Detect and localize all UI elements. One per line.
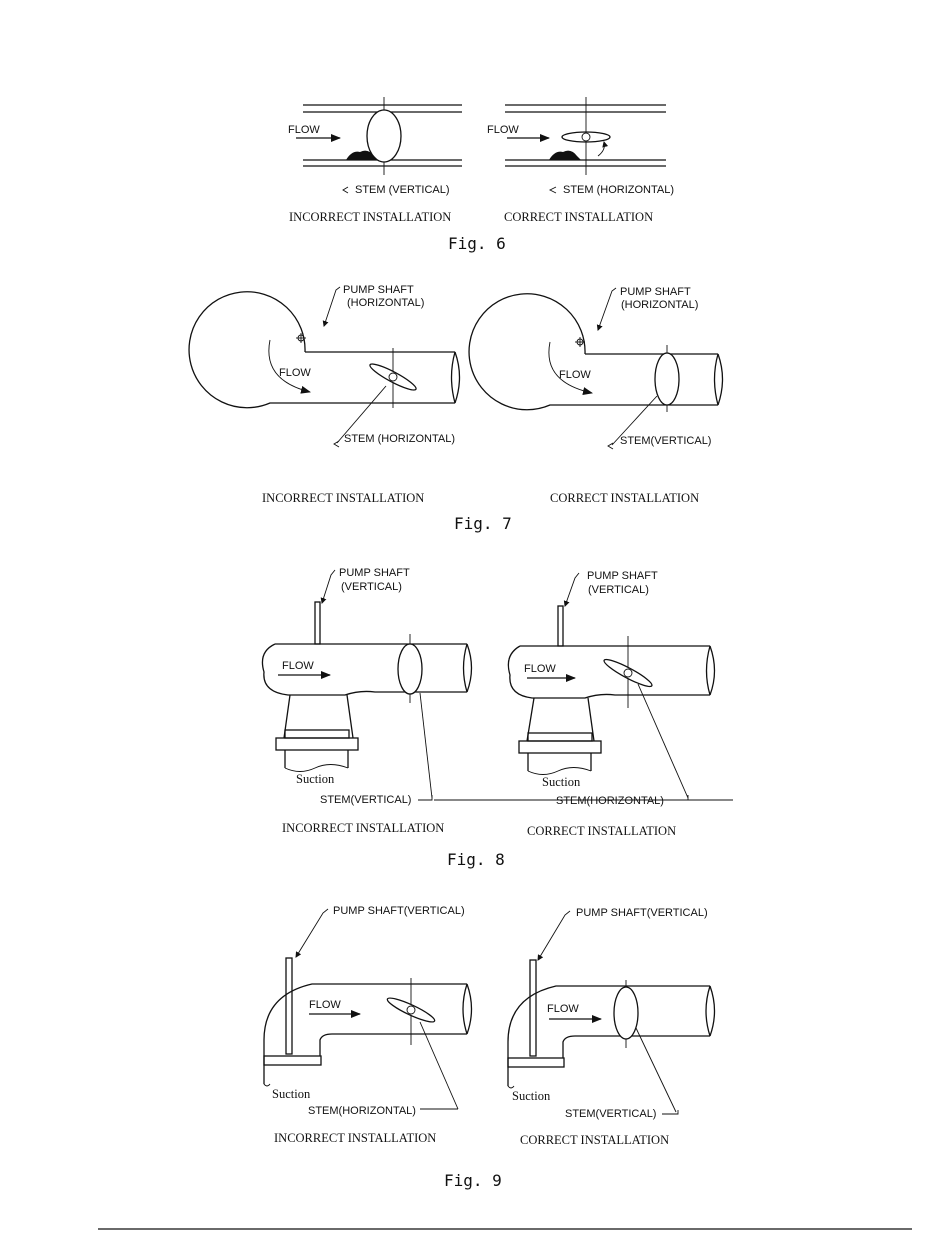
fig8-caption: Fig. 8 (447, 850, 505, 869)
fig6-correct-caption: CORRECT INSTALLATION (504, 210, 653, 224)
fig7-correct-caption: CORRECT INSTALLATION (550, 491, 699, 505)
suction-label: Suction (542, 775, 581, 789)
fig7-correct-diagram: PUMP SHAFT (HORIZONTAL) FLOW STEM(VERTIC… (468, 286, 724, 505)
stem-label: STEM (HORIZONTAL) (344, 433, 455, 445)
pump-shaft-symbol (297, 334, 305, 342)
fig6-caption: Fig. 6 (448, 234, 506, 253)
elbow-outer (507, 985, 710, 1086)
pump-volute (188, 291, 455, 409)
stem-label: STEM (VERTICAL) (355, 184, 450, 196)
sediment (549, 150, 581, 160)
pump-shaft-label: PUMP SHAFT (343, 284, 414, 296)
flow-label: FLOW (282, 660, 314, 672)
flow-label: FLOW (309, 999, 341, 1011)
elbow-inner (319, 1033, 467, 1056)
fig8-incorrect-caption: INCORRECT INSTALLATION (282, 821, 444, 835)
pump-casing (526, 697, 595, 742)
fig9-caption: Fig. 9 (444, 1171, 502, 1190)
pump-shaft-label: PUMP SHAFT (620, 286, 691, 298)
fig8: FLOW PUMP SHAFT (VERTICAL) Suction STEM(… (261, 567, 733, 869)
sediment (346, 150, 378, 160)
elbow-outer (263, 983, 467, 1084)
valve-disc (613, 986, 639, 1040)
flow-label: FLOW (559, 369, 591, 381)
pump-body-pipe (261, 643, 467, 696)
valve-disc (366, 109, 402, 163)
pump-shaft-sub-label: (HORIZONTAL) (347, 297, 424, 309)
fig9-incorrect-caption: INCORRECT INSTALLATION (274, 1131, 436, 1145)
pump-shaft (557, 605, 564, 647)
fig7-caption: Fig. 7 (454, 514, 512, 533)
fig8-incorrect-diagram: FLOW PUMP SHAFT (VERTICAL) Suction STEM(… (261, 567, 473, 835)
fig8-correct-caption: CORRECT INSTALLATION (527, 824, 676, 838)
fig9: FLOW PUMP SHAFT(VERTICAL) Suction STEM(H… (263, 905, 716, 1190)
pump-shaft-symbol (576, 338, 584, 346)
fig9-correct-caption: CORRECT INSTALLATION (520, 1133, 669, 1147)
pump-shaft (285, 957, 293, 1055)
elbow-inner (562, 1035, 710, 1058)
pump-shaft (314, 601, 321, 645)
pump-shaft-label: PUMP SHAFT(VERTICAL) (333, 905, 465, 917)
fig7: PUMP SHAFT (HORIZONTAL) FLOW STEM (HORIZ… (188, 284, 724, 533)
pump-shaft-label: PUMP SHAFT (587, 570, 658, 582)
valve-disc (397, 643, 423, 695)
flow-label: FLOW (524, 663, 556, 675)
fig7-incorrect-caption: INCORRECT INSTALLATION (262, 491, 424, 505)
stem-label: STEM(VERTICAL) (620, 435, 711, 447)
valve-disc (603, 658, 653, 688)
flow-arrow (548, 341, 593, 395)
fig6: FLOW STEM (VERTICAL) INCORRECT INSTALLAT… (288, 97, 674, 253)
valve-disc (654, 352, 680, 406)
pump-shaft-sub-label: (VERTICAL) (588, 584, 649, 596)
valve-disc (386, 997, 436, 1023)
stem-label: STEM(VERTICAL) (320, 794, 411, 806)
fig6-correct-diagram: FLOW STEM (HORIZONTAL) CORRECT INSTALLAT… (487, 97, 674, 224)
pump-shaft (529, 959, 537, 1057)
flow-arrow (268, 339, 311, 394)
suction-label: Suction (272, 1087, 311, 1101)
flow-label: FLOW (547, 1003, 579, 1015)
pump-shaft-label: PUMP SHAFT(VERTICAL) (576, 907, 708, 919)
pump-shaft-sub-label: (VERTICAL) (341, 581, 402, 593)
flow-label: FLOW (487, 124, 519, 136)
fig7-incorrect-diagram: PUMP SHAFT (HORIZONTAL) FLOW STEM (HORIZ… (188, 284, 461, 505)
suction-label: Suction (512, 1089, 551, 1103)
valve-disc (561, 131, 611, 143)
stem-label: STEM(VERTICAL) (565, 1108, 656, 1120)
fig6-incorrect-diagram: FLOW STEM (VERTICAL) INCORRECT INSTALLAT… (288, 97, 462, 224)
stem-label: STEM(HORIZONTAL) (556, 795, 664, 807)
valve-disc (369, 363, 417, 391)
pump-shaft-label: PUMP SHAFT (339, 567, 410, 579)
fig9-incorrect-diagram: FLOW PUMP SHAFT(VERTICAL) Suction STEM(H… (263, 905, 473, 1145)
pump-casing (283, 694, 354, 739)
fig6-incorrect-caption: INCORRECT INSTALLATION (289, 210, 451, 224)
pump-volute (468, 293, 718, 411)
pump-shaft-sub-label: (HORIZONTAL) (621, 299, 698, 311)
flow-label: FLOW (279, 367, 311, 379)
stem-label: STEM(HORIZONTAL) (308, 1105, 416, 1117)
stem-label: STEM (HORIZONTAL) (563, 184, 674, 196)
fig8-correct-diagram: FLOW PUMP SHAFT (VERTICAL) Suction STEM(… (507, 570, 716, 838)
suction-label: Suction (296, 772, 335, 786)
pump-body-pipe (507, 645, 710, 699)
flow-label: FLOW (288, 124, 320, 136)
fig9-correct-diagram: FLOW PUMP SHAFT(VERTICAL) Suction STEM(V… (507, 907, 716, 1147)
